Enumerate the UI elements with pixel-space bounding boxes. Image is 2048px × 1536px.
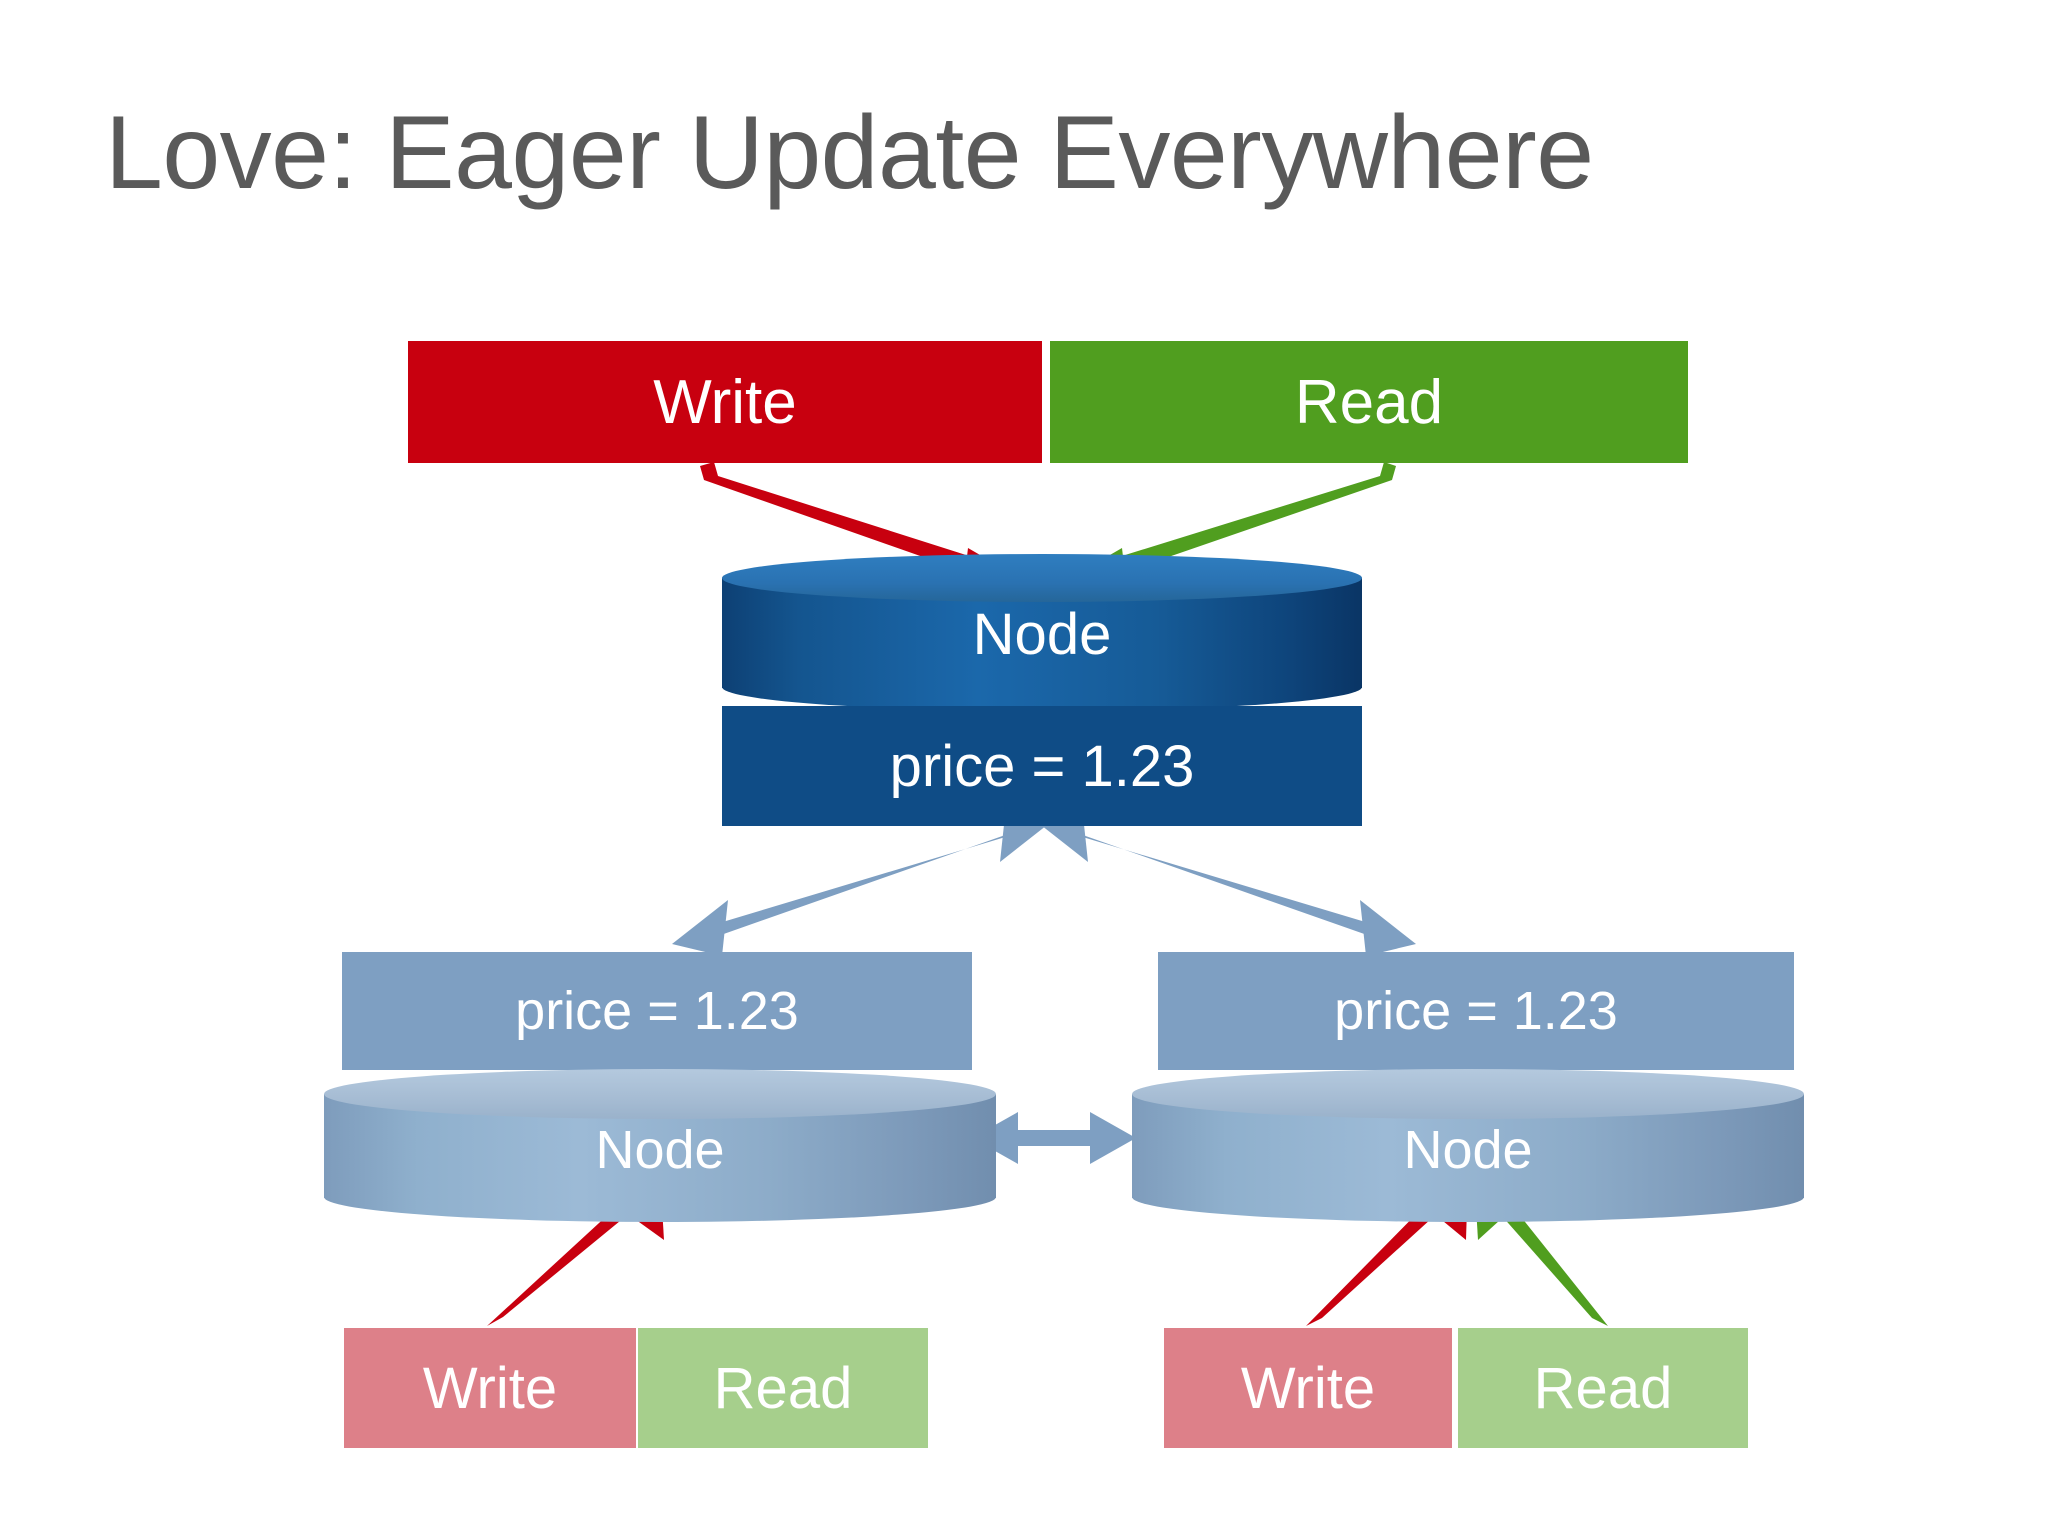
op-box-write-replica-right[interactable]: Write xyxy=(1164,1328,1452,1448)
primary-node-cylinder: Node xyxy=(722,554,1362,711)
page-title: Love: Eager Update Everywhere xyxy=(105,95,1594,211)
cylinder-top-ellipse xyxy=(324,1069,996,1119)
op-box-read-replica-left[interactable]: Read xyxy=(638,1328,928,1448)
arrow-replica-peer-sync xyxy=(972,1112,1136,1164)
primary-node-group[interactable]: Node price = 1.23 xyxy=(722,554,1362,826)
replica-right-value-box: price = 1.23 xyxy=(1158,952,1794,1070)
arrow-primary-replica-right-sync xyxy=(1032,806,1416,956)
replica-right-label: Node xyxy=(1403,1120,1533,1180)
op-label: Write xyxy=(1240,1355,1376,1421)
arrow-primary-replica-left-sync xyxy=(672,806,1056,956)
replica-left-group[interactable]: price = 1.23 Node xyxy=(324,952,996,1222)
replica-left-value: price = 1.23 xyxy=(515,981,799,1041)
cylinder-top-ellipse xyxy=(1132,1069,1804,1119)
op-box-write-top[interactable]: Write xyxy=(408,341,1042,463)
cylinder-top-ellipse xyxy=(722,554,1362,602)
op-label: Read xyxy=(1533,1355,1673,1421)
op-box-read-replica-right[interactable]: Read xyxy=(1458,1328,1748,1448)
primary-node-value-box: price = 1.23 xyxy=(722,706,1362,826)
op-label: Write xyxy=(422,1355,558,1421)
replica-left-value-box: price = 1.23 xyxy=(342,952,972,1070)
replica-left-label: Node xyxy=(595,1120,725,1180)
primary-node-label: Node xyxy=(972,601,1112,667)
op-label: Write xyxy=(653,367,797,437)
op-box-write-replica-left[interactable]: Write xyxy=(344,1328,636,1448)
primary-node-value: price = 1.23 xyxy=(889,733,1195,799)
op-label: Read xyxy=(713,1355,853,1421)
replica-right-group[interactable]: price = 1.23 Node xyxy=(1132,952,1804,1222)
op-box-read-top[interactable]: Read xyxy=(1050,341,1688,463)
replica-right-value: price = 1.23 xyxy=(1334,981,1618,1041)
replica-right-cylinder: Node xyxy=(1132,1069,1804,1222)
op-label: Read xyxy=(1294,367,1444,437)
replica-left-cylinder: Node xyxy=(324,1069,996,1222)
